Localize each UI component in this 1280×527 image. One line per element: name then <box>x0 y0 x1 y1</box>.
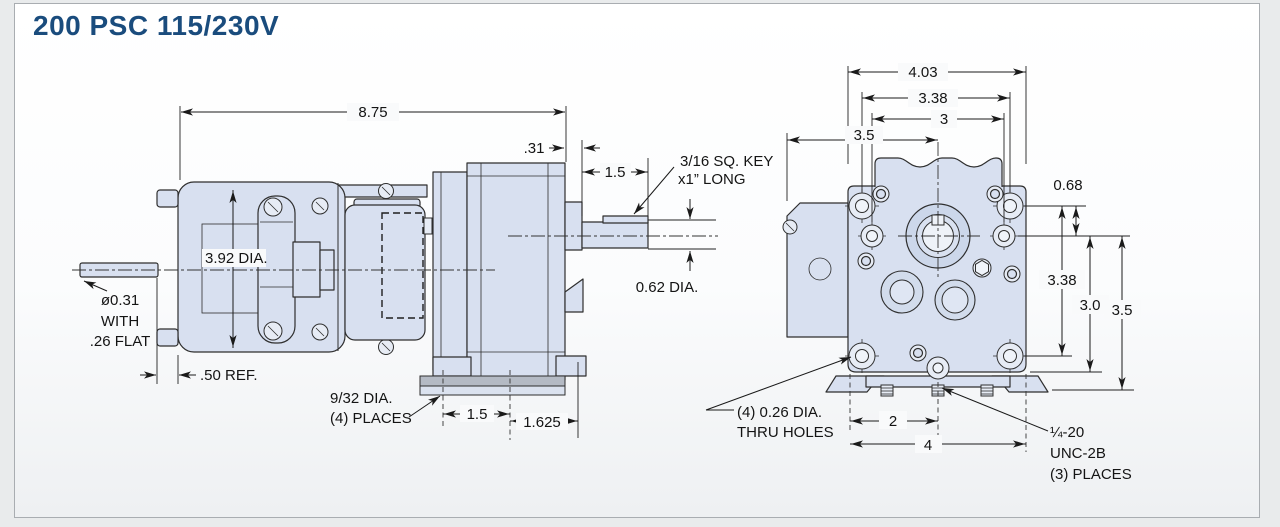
hex-plug <box>972 258 992 278</box>
motor-tab-bottom <box>156 328 179 347</box>
dim-base-edge-offset-label: 1.625 <box>523 414 561 431</box>
terminal-box-screws <box>378 183 394 355</box>
dim-base-ref: .50 REF. <box>140 278 258 384</box>
output-shaft-boss <box>564 201 583 251</box>
dim-base-hole-spacing-label: 1.5 <box>467 406 488 423</box>
dim-shaft-boss-depth-label: .31 <box>524 140 545 157</box>
clamp-screws <box>263 197 329 341</box>
mounting-base-plate <box>419 375 566 387</box>
gearbox-lower-lug <box>564 278 584 313</box>
dim-overall-length: 8.75 <box>179 103 567 180</box>
dim-shaft-length: 1.5 <box>582 158 649 216</box>
note-shaft-key-line2: x1” LONG <box>678 171 746 188</box>
dim-overall-height: 3.5 <box>1052 236 1141 391</box>
note-input-shaft-line1: ø0.31 <box>101 292 139 309</box>
dim-shaft-boss-depth: .31 <box>524 140 600 216</box>
dim-hole-row-offset-label: 0.68 <box>1053 177 1082 194</box>
note-thread-line1: ¼-20 <box>1050 424 1084 441</box>
note-input-shaft: ø0.31 WITH .26 FLAT <box>83 280 151 350</box>
dim-overall-height-label: 3.5 <box>1112 302 1133 319</box>
gearbox-flange <box>432 171 468 371</box>
dim-body-height: 3.0 <box>1030 236 1109 373</box>
note-input-shaft-line2: WITH <box>101 313 139 330</box>
note-input-shaft-line3: .26 FLAT <box>90 333 151 350</box>
terminal-box <box>344 204 426 341</box>
note-shaft-key-line1: 3/16 SQ. KEY <box>680 153 773 170</box>
bearing-hub <box>292 241 321 298</box>
gearbox-body <box>466 162 566 381</box>
shaft-key <box>602 215 649 224</box>
gearbox-top-plateau <box>874 157 1003 187</box>
note-thru-holes-line2: THRU HOLES <box>737 424 834 441</box>
dim-bolt-circle-width-label: 3.38 <box>918 90 947 107</box>
dim-bolt-circle-height-label: 3.38 <box>1047 272 1076 289</box>
dim-shaft-length-label: 1.5 <box>605 164 626 181</box>
note-base-holes: 9/32 DIA. (4) PLACES <box>330 390 441 427</box>
note-thru-holes: (4) 0.26 DIA. THRU HOLES <box>705 356 852 441</box>
corner-thru-holes <box>848 192 1024 370</box>
dim-motor-diameter: 3.92 DIA. <box>202 190 268 348</box>
dim-body-height-label: 3.0 <box>1080 297 1101 314</box>
output-shaft <box>581 221 649 249</box>
dim-output-shaft-diameter: 0.62 DIA. <box>636 199 716 296</box>
dim-stud-spacing: 2 <box>850 411 938 430</box>
dim-stud-span-label: 4 <box>924 437 932 454</box>
gearbox-foot-left <box>432 356 472 377</box>
dim-motor-to-centerline: 3.5 <box>786 126 938 201</box>
note-base-holes-line2: (4) PLACES <box>330 410 412 427</box>
note-thread-line2: UNC-2B <box>1050 445 1106 462</box>
note-thread-line3: (3) PLACES <box>1050 466 1132 483</box>
note-base-holes-line1: 9/32 DIA. <box>330 390 393 407</box>
inner-holes <box>860 224 1016 248</box>
note-shaft-key: 3/16 SQ. KEY x1” LONG <box>633 153 773 215</box>
dim-inner-hole-spacing-label: 3 <box>940 111 948 128</box>
motor-port <box>808 257 832 281</box>
dim-hole-row-offset: 0.68 <box>1018 177 1130 237</box>
mounting-base-flange <box>419 385 566 396</box>
dim-overall-width: 4.03 <box>847 63 1027 164</box>
dim-stud-spacing-label: 2 <box>889 413 897 430</box>
dim-stud-span: 4 <box>850 435 1026 454</box>
dim-base-edge-offset: 1.625 <box>510 362 579 438</box>
gearbox-foot-right <box>555 355 587 377</box>
gearbox-ports <box>880 270 976 321</box>
dim-base-ref-label: .50 REF. <box>200 367 258 384</box>
motor-tab-top <box>156 189 179 208</box>
note-thread: ¼-20 UNC-2B (3) PLACES <box>941 387 1132 483</box>
side-view: 8.75 .31 1.5 3/16 SQ. KEY x1” LONG <box>72 103 773 440</box>
gearbox-face <box>847 185 1027 373</box>
dim-motor-diameter-label: 3.92 DIA. <box>205 250 268 267</box>
end-view: 4.03 3.38 3 3.5 <box>705 63 1141 483</box>
dim-overall-width-label: 4.03 <box>908 64 937 81</box>
terminal-box-cover-hidden-line <box>381 212 424 319</box>
dim-overall-length-label: 8.75 <box>358 104 387 121</box>
dim-base-hole-spacing: 1.5 <box>443 405 510 423</box>
terminal-box-side-bolt <box>423 217 433 235</box>
note-thru-holes-line1: (4) 0.26 DIA. <box>737 404 822 421</box>
dim-output-shaft-diameter-label: 0.62 DIA. <box>636 279 699 296</box>
small-bosses <box>857 185 1021 362</box>
motor-clamp-band <box>257 195 296 344</box>
page-title: 200 PSC 115/230V <box>33 10 280 41</box>
dim-bolt-circle-width: 3.38 <box>861 89 1011 192</box>
dim-motor-to-centerline-label: 3.5 <box>854 127 875 144</box>
dim-bolt-circle-height: 3.38 <box>1024 206 1085 357</box>
